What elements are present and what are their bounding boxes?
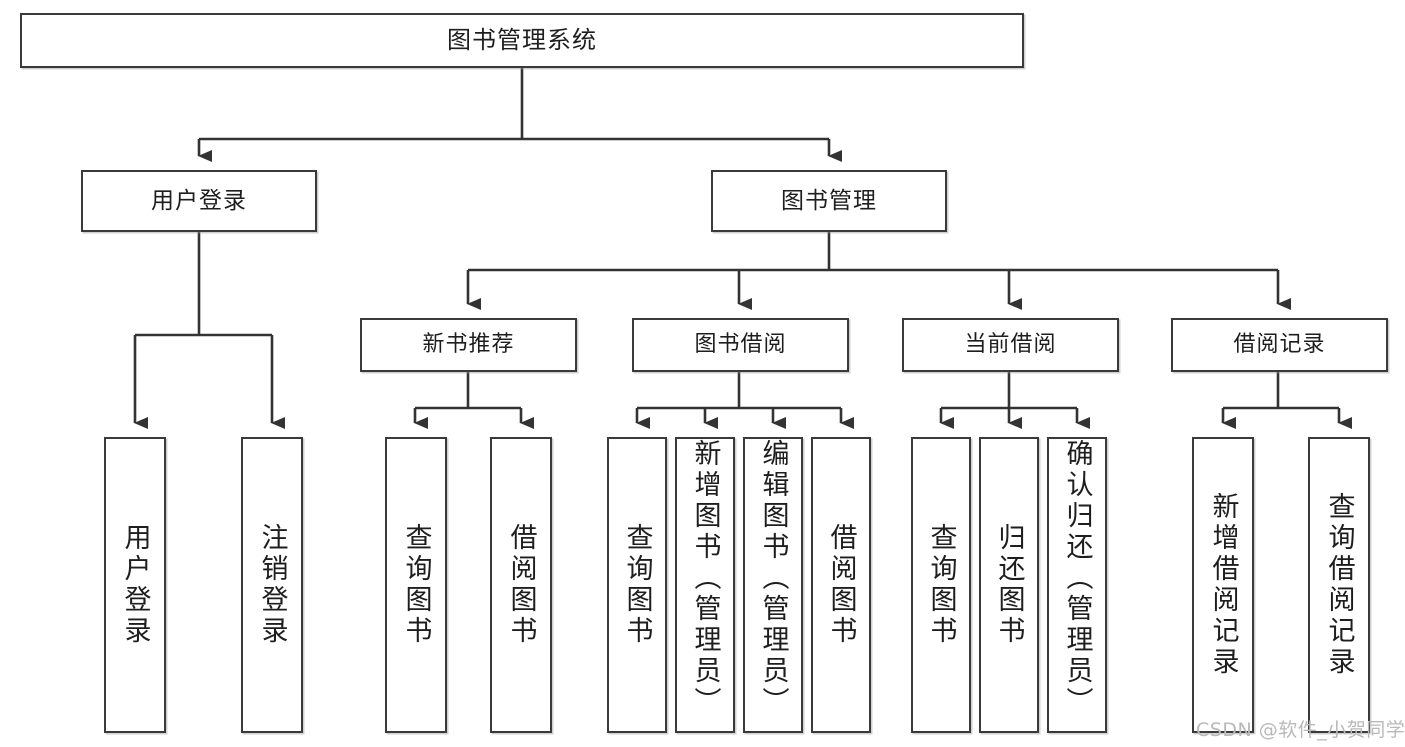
node-borrow-record-label: 借阅记录 [1233,332,1326,358]
node-root-system[interactable]: 图书管理系统 [20,13,1024,68]
leaf-borrow-record-query[interactable]: 查询借阅记录 [1308,437,1370,733]
leaf-book-borrow-borrow-label: 借阅图书 [825,523,857,647]
leaf-book-borrow-query[interactable]: 查询图书 [607,437,667,733]
leaf-book-borrow-edit[interactable]: 编辑图书（管理员） [743,437,803,733]
leaf-book-borrow-borrow[interactable]: 借阅图书 [811,437,871,733]
leaf-book-borrow-edit-label: 编辑图书（管理员） [757,439,789,718]
node-book-management[interactable]: 图书管理 [711,170,947,232]
leaf-user-login-login[interactable]: 用户登录 [104,437,166,733]
leaf-new-book-query-label: 查询图书 [400,523,432,647]
node-book-borrow[interactable]: 图书借阅 [632,318,849,372]
leaf-user-login-login-label: 用户登录 [119,523,151,647]
csdn-watermark: CSDN @软件_小贺同学 [1196,715,1405,742]
node-new-book-recommend[interactable]: 新书推荐 [360,318,577,372]
leaf-current-borrow-confirm-label: 确认归还（管理员） [1061,439,1093,718]
leaf-current-borrow-return[interactable]: 归还图书 [979,437,1039,733]
node-root-system-label: 图书管理系统 [447,25,597,54]
node-user-login-label: 用户登录 [151,187,247,214]
node-book-borrow-label: 图书借阅 [694,332,787,358]
node-current-borrow-label: 当前借阅 [964,332,1057,358]
node-book-management-label: 图书管理 [781,187,877,214]
leaf-user-login-logout-label: 注销登录 [256,523,288,647]
leaf-user-login-logout[interactable]: 注销登录 [241,437,303,733]
node-current-borrow[interactable]: 当前借阅 [902,318,1119,372]
leaf-borrow-record-add-label: 新增借阅记录 [1207,492,1239,678]
leaf-borrow-record-query-label: 查询借阅记录 [1323,492,1355,678]
leaf-current-borrow-query-label: 查询图书 [925,523,957,647]
node-user-login[interactable]: 用户登录 [81,170,317,232]
leaf-current-borrow-return-label: 归还图书 [993,523,1025,647]
leaf-current-borrow-confirm[interactable]: 确认归还（管理员） [1047,437,1107,733]
leaf-new-book-borrow-label: 借阅图书 [505,523,537,647]
node-new-book-recommend-label: 新书推荐 [422,332,515,358]
leaf-new-book-query[interactable]: 查询图书 [385,437,447,733]
node-borrow-record[interactable]: 借阅记录 [1171,318,1388,372]
leaf-current-borrow-query[interactable]: 查询图书 [911,437,971,733]
leaf-borrow-record-add[interactable]: 新增借阅记录 [1192,437,1254,733]
leaf-book-borrow-query-label: 查询图书 [621,523,653,647]
leaf-book-borrow-add-label: 新增图书（管理员） [689,439,721,718]
leaf-book-borrow-add[interactable]: 新增图书（管理员） [675,437,735,733]
leaf-new-book-borrow[interactable]: 借阅图书 [490,437,552,733]
csdn-watermark-text: CSDN @软件_小贺同学 [1196,719,1405,741]
